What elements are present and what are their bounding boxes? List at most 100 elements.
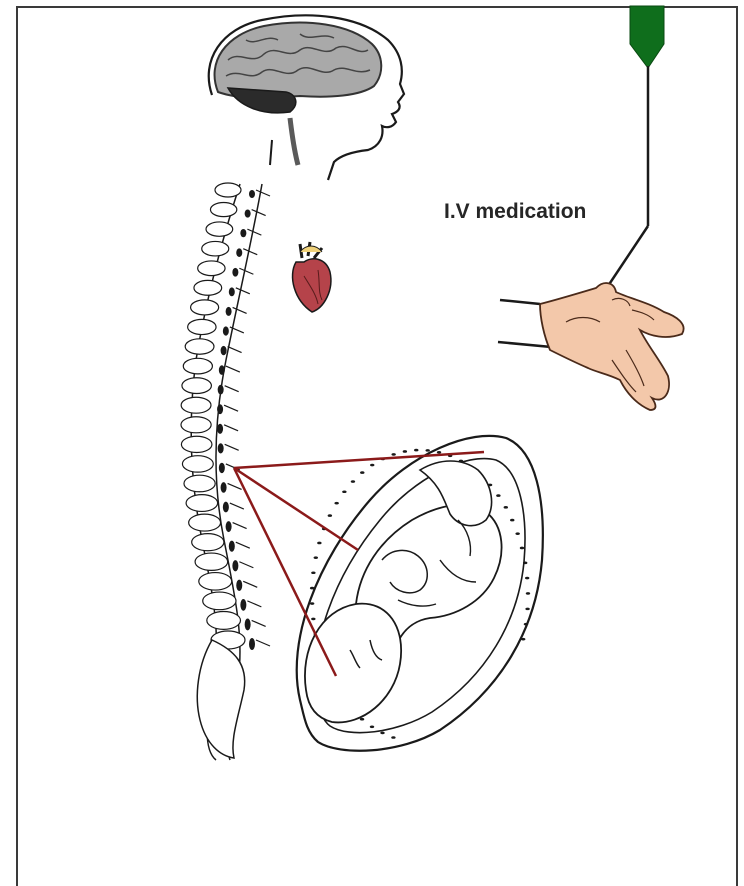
spinal-foramen bbox=[226, 521, 232, 532]
uterine-wall-dot bbox=[391, 736, 395, 739]
vertebra bbox=[185, 339, 214, 354]
vertebra bbox=[215, 183, 241, 197]
brain-icon bbox=[215, 23, 382, 113]
syringe-icon bbox=[584, 6, 664, 322]
spinous-process bbox=[247, 229, 261, 235]
uterine-wall-dot bbox=[360, 471, 364, 474]
spinous-process bbox=[225, 444, 239, 450]
spinal-foramen bbox=[232, 560, 238, 571]
spinous-process bbox=[236, 542, 250, 548]
spinous-process bbox=[230, 503, 244, 509]
uterine-wall-dot bbox=[342, 490, 346, 493]
spinal-foramen bbox=[217, 404, 223, 414]
uterine-wall-dot bbox=[425, 449, 429, 452]
iv-medication-label: I.V medication bbox=[444, 200, 586, 224]
vertebra bbox=[183, 358, 212, 374]
uterine-wall-dot bbox=[526, 592, 530, 595]
spinous-process bbox=[252, 210, 266, 216]
uterine-wall-dot bbox=[317, 542, 321, 545]
vertebra bbox=[210, 202, 236, 216]
spinous-process bbox=[224, 405, 238, 411]
spinous-process bbox=[252, 620, 266, 626]
vertebra bbox=[202, 241, 229, 256]
vertebra bbox=[206, 222, 233, 236]
vertebra bbox=[199, 573, 232, 590]
vertebra bbox=[188, 319, 216, 334]
vertebra bbox=[191, 300, 219, 315]
vertebra bbox=[194, 280, 222, 295]
uterine-wall-dot bbox=[524, 623, 528, 626]
uterine-wall-dot bbox=[515, 532, 519, 535]
spinal-foramen bbox=[236, 248, 242, 257]
vertebra bbox=[181, 397, 211, 413]
uterine-wall-dot bbox=[414, 449, 418, 452]
spinous-process bbox=[256, 640, 270, 646]
spinal-foramen bbox=[219, 463, 225, 473]
spinal-foramen bbox=[226, 307, 232, 316]
uterine-wall-dot bbox=[525, 577, 529, 580]
uterine-wall-dot bbox=[310, 587, 314, 590]
uterine-wall-dot bbox=[504, 506, 508, 509]
spinous-process bbox=[247, 601, 261, 607]
spinal-foramen bbox=[218, 385, 224, 395]
spinous-process bbox=[228, 347, 242, 353]
vertebra bbox=[186, 495, 218, 512]
spinous-process bbox=[233, 307, 247, 313]
uterine-wall-dot bbox=[311, 618, 315, 621]
spinal-foramen bbox=[223, 326, 229, 335]
hand-icon bbox=[498, 283, 684, 410]
uterine-wall-dot bbox=[496, 494, 500, 497]
spinous-process bbox=[243, 249, 257, 255]
vertebra bbox=[184, 475, 215, 492]
spinal-foramen bbox=[229, 287, 235, 296]
vertebra bbox=[207, 612, 241, 630]
vertebra bbox=[192, 534, 224, 551]
spinal-foramen bbox=[236, 580, 242, 591]
spinal-foramen bbox=[249, 638, 255, 650]
uterine-wall-dot bbox=[334, 502, 338, 505]
vertebra bbox=[195, 553, 228, 570]
vertebra bbox=[181, 436, 212, 452]
uterine-wall-dot bbox=[437, 451, 441, 454]
spinal-foramen bbox=[229, 541, 235, 552]
uterine-wall-dot bbox=[370, 464, 374, 467]
uterine-wall-dot bbox=[380, 732, 384, 735]
uterine-wall-dot bbox=[525, 608, 529, 611]
uterine-wall-dot bbox=[314, 556, 318, 559]
uterine-wall-dot bbox=[310, 602, 314, 605]
uterine-wall-dot bbox=[510, 519, 514, 522]
spinous-process bbox=[233, 523, 247, 529]
spinous-process bbox=[236, 288, 250, 294]
spinal-foramen bbox=[232, 268, 238, 277]
spinal-foramen bbox=[221, 346, 227, 355]
vertebra bbox=[182, 456, 213, 472]
spine-icon bbox=[181, 183, 270, 760]
spinous-process bbox=[224, 425, 238, 431]
spinous-process bbox=[225, 386, 239, 392]
uterine-wall-dot bbox=[311, 571, 315, 574]
spinal-foramen bbox=[221, 482, 227, 493]
sacrum bbox=[197, 640, 244, 758]
spinal-foramen bbox=[245, 209, 251, 217]
spinous-process bbox=[226, 366, 240, 372]
uterus-fetus-icon bbox=[297, 436, 543, 751]
spinal-foramen bbox=[240, 229, 246, 237]
uterine-wall-dot bbox=[523, 562, 527, 565]
vertebra bbox=[189, 514, 221, 531]
spinal-foramen bbox=[240, 599, 246, 611]
uterine-wall-dot bbox=[328, 514, 332, 517]
vertebra bbox=[203, 592, 236, 610]
uterine-wall-dot bbox=[403, 450, 407, 453]
vertebra bbox=[182, 378, 211, 394]
vertebra bbox=[181, 417, 211, 433]
uterine-wall-dot bbox=[351, 480, 355, 483]
uterine-wall-dot bbox=[391, 453, 395, 456]
spinous-process bbox=[239, 268, 253, 274]
spinal-foramen bbox=[218, 443, 224, 453]
heart-icon bbox=[293, 242, 331, 312]
spinal-foramen bbox=[245, 619, 251, 631]
spinous-process bbox=[228, 483, 242, 489]
spinal-foramen bbox=[223, 502, 229, 513]
uterine-wall-dot bbox=[521, 638, 525, 641]
